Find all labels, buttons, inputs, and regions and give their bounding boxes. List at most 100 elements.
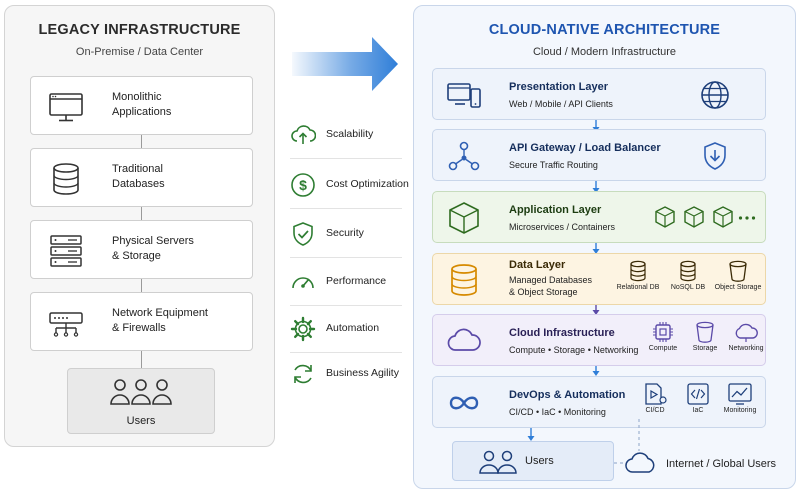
server-rack-icon xyxy=(50,235,82,267)
dollar-icon: $ xyxy=(291,173,315,197)
code-icon xyxy=(687,383,709,405)
devops-item-iac: IaC xyxy=(673,383,723,414)
dashed-connector xyxy=(614,462,626,464)
cpu-chip-icon xyxy=(653,322,673,342)
layer-title: Application Layer xyxy=(509,204,602,216)
benefit-automation: Automation xyxy=(290,314,402,350)
cloud-upload-icon xyxy=(291,125,316,144)
monitoring-chart-icon xyxy=(728,383,752,405)
benefit-business-agility: Business Agility xyxy=(290,359,402,395)
nosql-db-icon xyxy=(680,260,696,282)
devops-item-label: Monitoring xyxy=(723,407,757,414)
migration-arrow-icon xyxy=(292,37,398,91)
cloud-subtitle: Cloud / Modern Infrastructure xyxy=(532,46,677,58)
layer-description: Secure Traffic Routing xyxy=(509,160,598,170)
layer-data: Data Layer Managed Databases & Object St… xyxy=(432,253,766,305)
legacy-item-traditional-databases: Traditional Databases xyxy=(30,148,253,207)
legacy-users-label: Users xyxy=(126,415,156,427)
legacy-item-physical-servers: Physical Servers & Storage xyxy=(30,220,253,279)
divider xyxy=(290,158,402,159)
database-icon xyxy=(53,163,79,195)
legacy-title: LEGACY INFRASTRUCTURE xyxy=(38,22,241,38)
benefit-scalability: Scalability xyxy=(290,120,402,156)
cloud-icon xyxy=(625,452,655,473)
legacy-infrastructure-panel: LEGACY INFRASTRUCTURE On-Premise / Data … xyxy=(4,5,275,447)
gear-icon xyxy=(290,316,316,342)
connector-line xyxy=(141,351,142,368)
divider xyxy=(290,352,402,353)
cloud-users-label: Users xyxy=(525,455,554,467)
benefit-label: Cost Optimization xyxy=(326,178,409,190)
devops-item-monitoring: Monitoring xyxy=(715,383,765,414)
infra-item-label: Storage xyxy=(692,345,718,352)
flow-arrow-icon xyxy=(527,428,535,441)
cloud-users-box: Users xyxy=(452,441,614,481)
cloud-icon xyxy=(447,328,481,351)
legacy-item-monolithic-applications: Monolithic Applications xyxy=(30,76,253,135)
divider xyxy=(290,257,402,258)
data-item-relational-db: Relational DB xyxy=(613,260,663,291)
internet-label: Internet / Global Users xyxy=(666,458,777,470)
relational-db-icon xyxy=(630,260,646,282)
benefit-label: Security xyxy=(326,227,364,239)
layer-title: DevOps & Automation xyxy=(509,389,626,401)
dashed-connector xyxy=(638,419,640,451)
flow-arrow-icon xyxy=(592,242,600,254)
benefit-label: Scalability xyxy=(326,128,374,140)
container-cube-icon xyxy=(449,202,479,234)
legacy-users-box: Users xyxy=(67,368,215,434)
connector-line xyxy=(141,207,142,220)
devops-item-cicd: CI/CD xyxy=(630,383,680,414)
users-group-icon xyxy=(110,379,172,405)
data-item-object-storage: Object Storage xyxy=(713,260,763,291)
layer-cloud-infrastructure: Cloud Infrastructure Compute • Storage •… xyxy=(432,314,766,366)
data-item-label: Object Storage xyxy=(714,284,762,291)
devices-icon xyxy=(447,83,481,108)
network-switch-icon xyxy=(49,312,83,337)
legacy-item-label: Monolithic Applications xyxy=(112,91,172,118)
storage-bucket-icon xyxy=(696,321,714,343)
globe-icon xyxy=(701,81,729,109)
benefit-cost-optimization: $ Cost Optimization xyxy=(290,170,409,206)
layer-description: Microservices / Containers xyxy=(509,222,616,232)
benefit-label: Business Agility xyxy=(326,367,399,379)
layer-devops: DevOps & Automation CI/CD • IaC • Monito… xyxy=(432,376,766,428)
layer-application: Application Layer Microservices / Contai… xyxy=(432,191,766,243)
legacy-item-network-equipment: Network Equipment & Firewalls xyxy=(30,292,253,351)
svg-text:$: $ xyxy=(299,177,307,193)
cloud-network-icon xyxy=(735,323,758,342)
microservice-cube-icon xyxy=(655,206,675,228)
shield-check-icon xyxy=(293,222,313,246)
legacy-item-label: Physical Servers & Storage xyxy=(112,235,194,262)
legacy-item-label: Network Equipment & Firewalls xyxy=(112,307,208,334)
refresh-icon xyxy=(294,364,312,384)
connector-line xyxy=(141,279,142,292)
flow-arrow-icon xyxy=(592,181,600,193)
infra-item-label: Compute xyxy=(648,345,678,352)
layer-description: Web / Mobile / API Clients xyxy=(509,99,613,109)
gauge-icon xyxy=(292,277,314,289)
database-icon xyxy=(451,264,477,296)
microservice-cube-icon xyxy=(684,206,704,228)
benefit-label: Automation xyxy=(326,322,380,334)
layer-title: Cloud Infrastructure xyxy=(509,327,615,339)
layer-presentation: Presentation Layer Web / Mobile / API Cl… xyxy=(432,68,766,120)
benefit-security: Security xyxy=(290,219,402,255)
more-dots-icon xyxy=(738,216,756,220)
layer-description: Managed Databases & Object Storage xyxy=(509,275,593,297)
monitor-icon xyxy=(49,93,83,122)
devops-item-label: IaC xyxy=(692,407,704,414)
legacy-subtitle: On-Premise / Data Center xyxy=(75,46,204,58)
layer-description: Compute • Storage • Networking xyxy=(509,345,639,355)
cloud-title: CLOUD-NATIVE ARCHITECTURE xyxy=(488,22,721,38)
benefit-label: Performance xyxy=(326,275,387,287)
layer-api-gateway: API Gateway / Load Balancer Secure Traff… xyxy=(432,129,766,181)
data-item-label: Relational DB xyxy=(616,284,660,291)
infra-item-networking: Networking xyxy=(721,321,771,352)
divider xyxy=(290,208,402,209)
layer-title: Presentation Layer xyxy=(509,81,609,93)
microservice-cube-icon xyxy=(713,206,733,228)
layer-title: API Gateway / Load Balancer xyxy=(509,142,661,154)
users-icon xyxy=(479,450,517,474)
infra-item-label: Networking xyxy=(728,345,764,352)
